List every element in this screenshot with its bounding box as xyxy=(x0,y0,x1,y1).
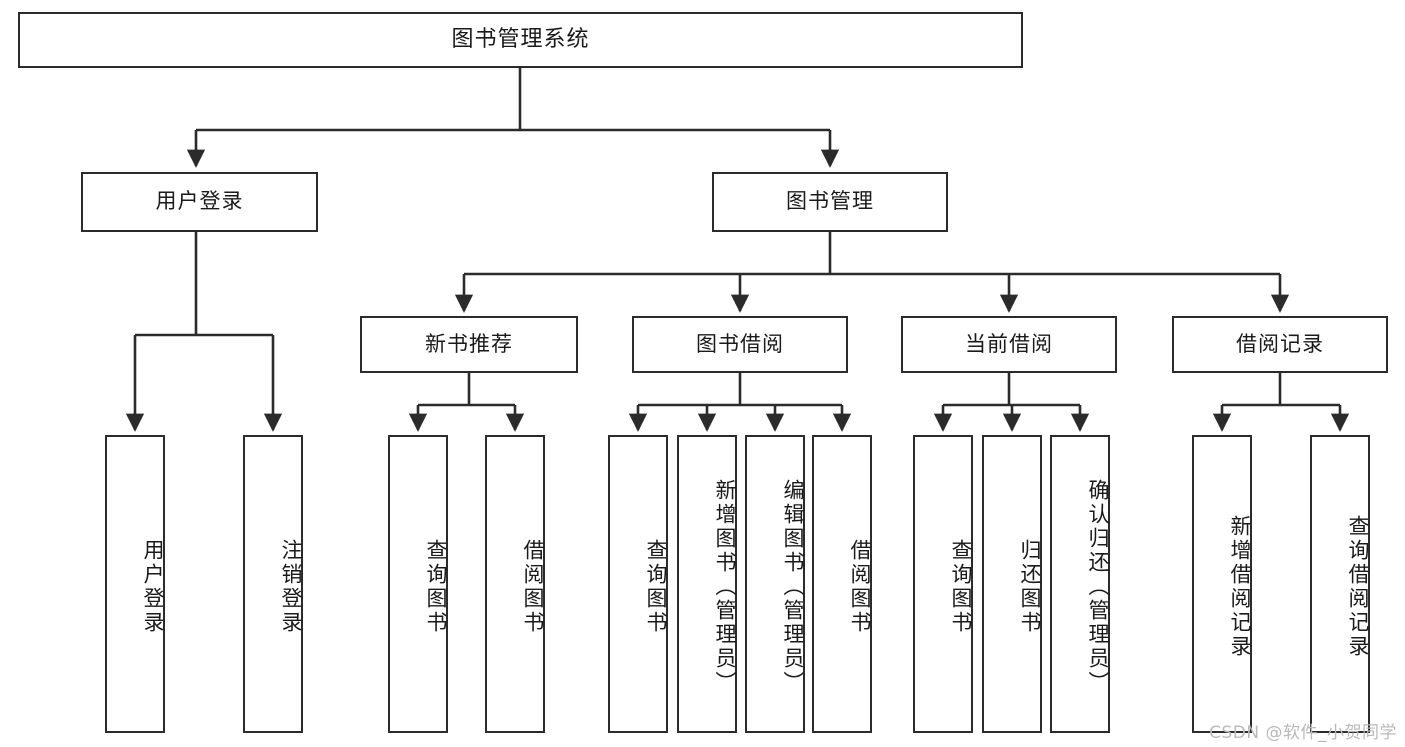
node-user-login[interactable]: 用户登录 xyxy=(81,172,318,232)
node-label: 图书管理系统 xyxy=(451,26,590,52)
leaf-borrow-borrow-books[interactable]: 借阅图书 xyxy=(812,435,872,733)
leaf-borrow-edit-book-admin[interactable]: 编辑图书（管理员） xyxy=(745,435,805,733)
node-new-book-recommend[interactable]: 新书推荐 xyxy=(360,316,578,373)
leaf-user-login-login[interactable]: 用户登录 xyxy=(105,435,165,733)
node-label: 新增借阅记录 xyxy=(1228,515,1252,659)
node-label: 编辑图书（管理员） xyxy=(781,479,805,695)
leaf-current-query-books[interactable]: 查询图书 xyxy=(913,435,973,733)
node-label: 借阅图书 xyxy=(848,539,872,635)
leaf-borrow-query-books[interactable]: 查询图书 xyxy=(608,435,668,733)
node-book-borrow[interactable]: 图书借阅 xyxy=(632,316,848,373)
node-label: 查询借阅记录 xyxy=(1346,515,1370,659)
node-label: 借阅记录 xyxy=(1236,331,1324,356)
node-root-book-management-system[interactable]: 图书管理系统 xyxy=(18,12,1023,68)
node-label: 借阅图书 xyxy=(521,539,545,635)
node-label: 确认归还（管理员） xyxy=(1086,479,1110,695)
node-label: 用户登录 xyxy=(141,539,165,635)
leaf-current-return-books[interactable]: 归还图书 xyxy=(982,435,1042,733)
leaf-current-confirm-return-admin[interactable]: 确认归还（管理员） xyxy=(1050,435,1110,733)
leaf-borrow-add-book-admin[interactable]: 新增图书（管理员） xyxy=(677,435,737,733)
node-label: 查询图书 xyxy=(424,539,448,635)
csdn-watermark: CSDN @软件_小贺同学 xyxy=(1209,723,1397,743)
node-label: 查询图书 xyxy=(644,539,668,635)
leaf-new-book-borrow-books[interactable]: 借阅图书 xyxy=(485,435,545,733)
leaf-user-login-logout[interactable]: 注销登录 xyxy=(243,435,303,733)
node-book-management[interactable]: 图书管理 xyxy=(712,172,948,232)
node-label: 图书借阅 xyxy=(696,331,784,356)
node-label: 查询图书 xyxy=(949,539,973,635)
node-label: 新增图书（管理员） xyxy=(713,479,737,695)
node-borrow-record[interactable]: 借阅记录 xyxy=(1172,316,1388,373)
node-label: 当前借阅 xyxy=(965,331,1053,356)
node-label: 归还图书 xyxy=(1018,539,1042,635)
node-label: 注销登录 xyxy=(279,539,303,635)
leaf-record-query-record[interactable]: 查询借阅记录 xyxy=(1310,435,1370,733)
leaf-new-book-query-books[interactable]: 查询图书 xyxy=(388,435,448,733)
node-label: 图书管理 xyxy=(786,189,874,214)
node-label: 用户登录 xyxy=(155,189,244,214)
leaf-record-add-record[interactable]: 新增借阅记录 xyxy=(1192,435,1252,733)
node-current-borrow[interactable]: 当前借阅 xyxy=(901,316,1117,373)
node-label: 新书推荐 xyxy=(425,331,513,356)
